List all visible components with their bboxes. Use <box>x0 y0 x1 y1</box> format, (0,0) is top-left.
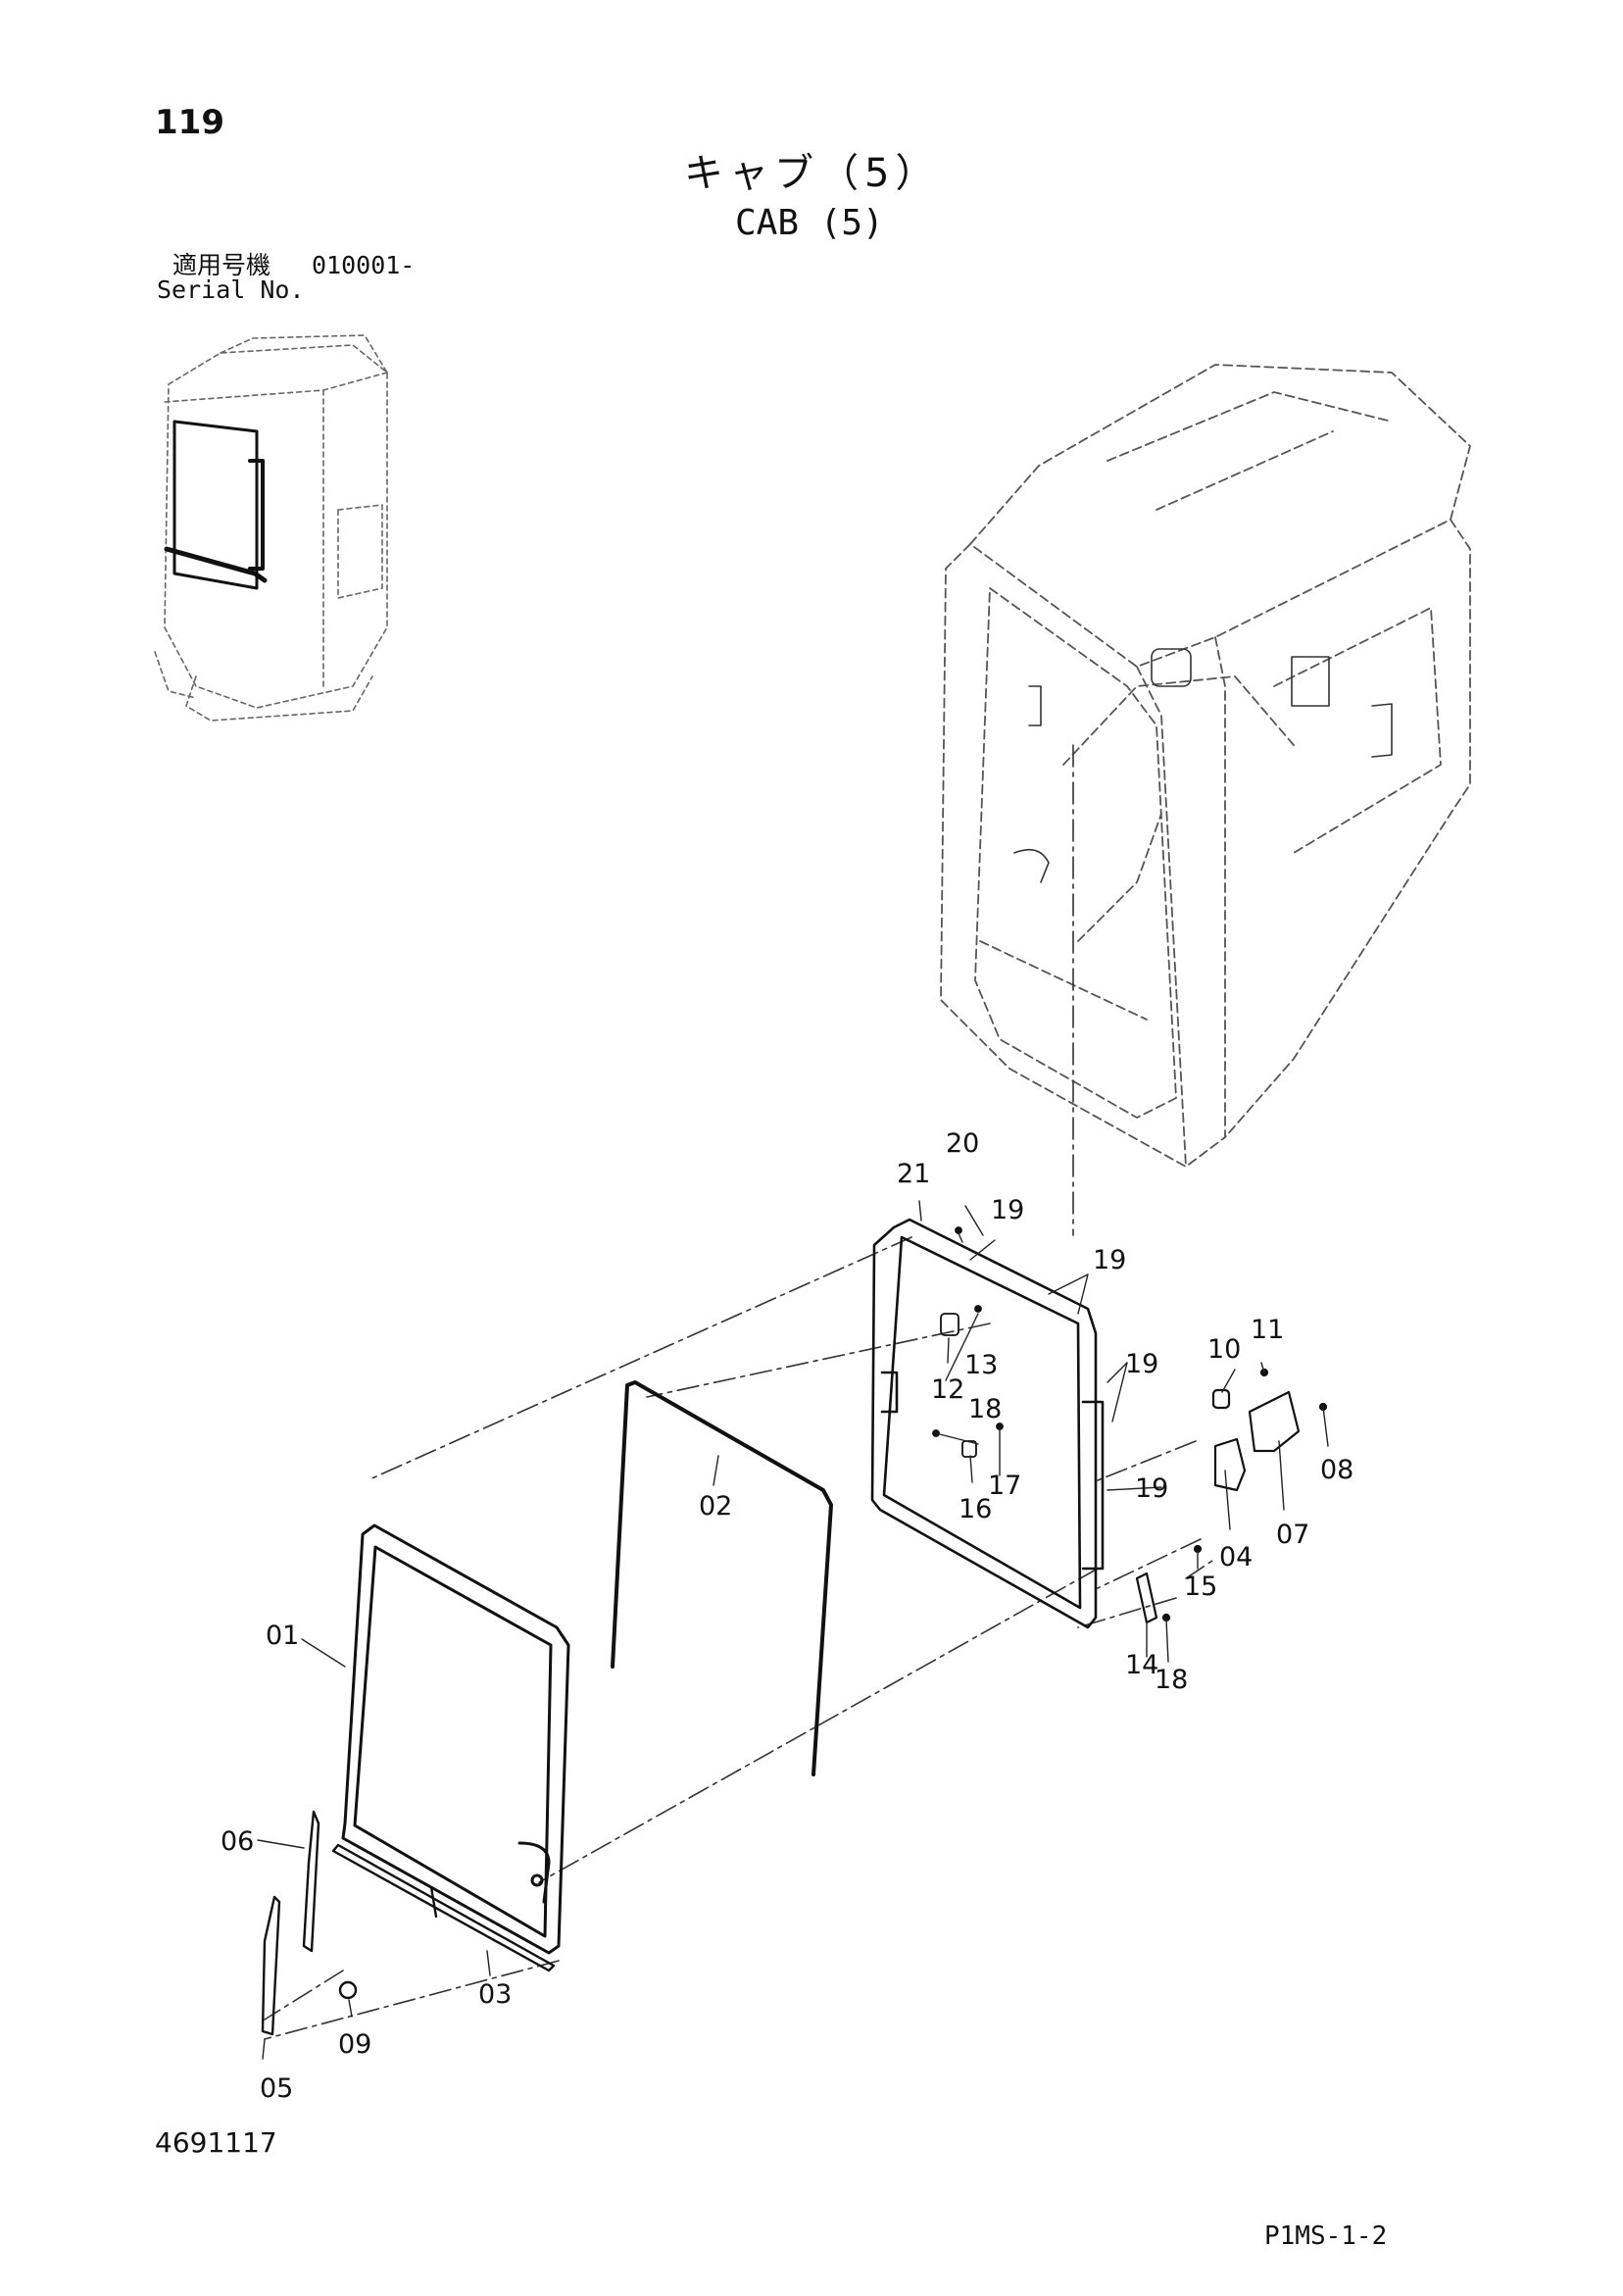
callout-04: 04 <box>1219 1542 1253 1572</box>
callout-02: 02 <box>699 1491 732 1522</box>
callout-07: 07 <box>1276 1520 1309 1550</box>
callout-19-d: 19 <box>1135 1473 1168 1504</box>
callout-19-a: 19 <box>991 1195 1024 1225</box>
serial-value: 010001- <box>312 251 416 279</box>
page-reference: P1MS-1-2 <box>1264 2221 1388 2251</box>
thumbnail-highlighted-door <box>164 420 268 590</box>
callout-19-b: 19 <box>1093 1245 1126 1275</box>
door-frame <box>870 1218 1105 1629</box>
callout-18-upper: 18 <box>968 1394 1002 1424</box>
cab-overview-thumbnail <box>154 334 388 722</box>
window-glass <box>341 1523 570 1955</box>
serial-label-english: Serial No. <box>157 275 305 304</box>
callout-17: 17 <box>988 1471 1021 1501</box>
callout-labels: 01 02 03 04 05 06 07 08 09 10 11 12 13 1… <box>221 1128 1353 2104</box>
callout-05: 05 <box>260 2073 293 2104</box>
callout-11: 11 <box>1251 1315 1284 1345</box>
serial-label-japanese: 適用号機 <box>172 251 271 279</box>
callout-16: 16 <box>959 1494 992 1524</box>
lock-assembly <box>1135 1368 1328 1624</box>
callout-13: 13 <box>964 1350 998 1380</box>
callout-15: 15 <box>1184 1572 1217 1602</box>
callout-09: 09 <box>338 2029 371 2060</box>
title-japanese: キャブ（5） <box>684 151 941 196</box>
drawing-number: 4691117 <box>155 2126 277 2159</box>
wiper-assembly <box>261 1810 358 2036</box>
callout-12: 12 <box>931 1374 964 1405</box>
title-english: CAB (5) <box>735 203 884 243</box>
callout-14: 14 <box>1125 1650 1158 1680</box>
callout-03: 03 <box>478 1979 512 2010</box>
callout-19-c: 19 <box>1125 1349 1158 1379</box>
callout-21: 21 <box>897 1159 930 1189</box>
callout-18-lower: 18 <box>1155 1665 1188 1695</box>
callout-06: 06 <box>221 1826 254 1857</box>
callout-20: 20 <box>946 1128 979 1159</box>
cab-details <box>1013 648 1393 883</box>
window-rail <box>331 1843 556 1972</box>
callout-10: 10 <box>1207 1334 1241 1365</box>
callout-08: 08 <box>1320 1455 1353 1485</box>
callout-01: 01 <box>266 1621 299 1651</box>
assembly-leader-lines <box>264 744 1216 2040</box>
cab-frame <box>940 364 1471 1168</box>
callout-leaders <box>257 1200 1329 2060</box>
page-number: 119 <box>155 103 224 142</box>
glass-seal <box>611 1380 833 1776</box>
